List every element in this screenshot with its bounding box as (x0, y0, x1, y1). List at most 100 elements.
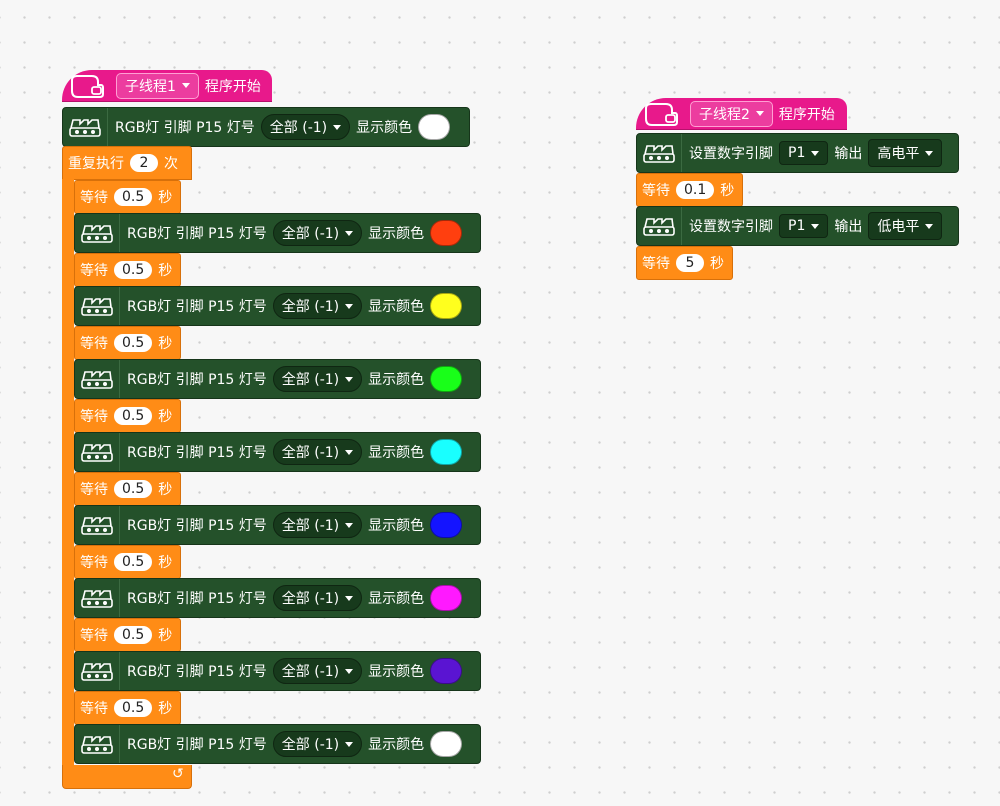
board-icon (81, 225, 113, 243)
pin-dropdown[interactable]: P1 (779, 214, 829, 238)
lamp-dropdown[interactable]: 全部 (-1) (272, 585, 363, 611)
lamp-value: 全部 (-1) (269, 120, 328, 136)
wait-seconds-input[interactable]: 0.5 (114, 626, 153, 644)
repeat-unit: 次 (164, 156, 178, 172)
repeat-count-input[interactable]: 2 (130, 154, 158, 172)
digital-pin-label: 设置数字引脚 (689, 146, 773, 162)
wait-label: 等待 (80, 336, 108, 352)
wait-seconds-input[interactable]: 0.5 (114, 553, 153, 571)
color-swatch[interactable] (430, 293, 463, 319)
wait-label: 等待 (80, 263, 108, 279)
pin-dropdown[interactable]: P1 (779, 141, 829, 165)
lamp-value: 全部 (-1) (281, 445, 340, 461)
board-icon (81, 517, 113, 535)
rgb-block[interactable]: RGB灯 引脚 P15 灯号全部 (-1)显示颜色 (74, 213, 481, 253)
thread2-hat-block[interactable]: 子线程2 程序开始 (636, 98, 847, 130)
lamp-dropdown[interactable]: 全部 (-1) (272, 366, 363, 392)
wait-block[interactable]: 等待 0.5 秒 (74, 253, 181, 287)
wait-unit: 秒 (158, 482, 173, 498)
wait-unit: 秒 (158, 409, 173, 425)
wait-seconds-input[interactable]: 0.5 (114, 188, 153, 206)
wait-unit: 秒 (158, 263, 173, 279)
rgb-label: RGB灯 引脚 P15 灯号 (127, 737, 267, 753)
rgb-block[interactable]: RGB灯 引脚 P15 灯号全部 (-1)显示颜色 (74, 724, 481, 764)
wait-block[interactable]: 等待 0.5 秒 (74, 545, 181, 579)
thread1-hat-block[interactable]: 子线程1 程序开始 (62, 70, 272, 102)
rgb-label: RGB灯 引脚 P15 灯号 (127, 591, 267, 607)
chevron-down-icon (755, 111, 764, 116)
board-icon-cell (75, 652, 120, 690)
wait-label: 等待 (80, 190, 108, 206)
rgb-block-first[interactable]: RGB灯 引脚 P15 灯号 全部 (-1) 显示颜色 (62, 107, 470, 147)
color-swatch[interactable] (430, 220, 463, 246)
color-swatch[interactable] (418, 114, 451, 140)
wait-label: 等待 (642, 183, 670, 199)
lamp-value: 全部 (-1) (281, 518, 340, 534)
rgb-block[interactable]: RGB灯 引脚 P15 灯号全部 (-1)显示颜色 (74, 286, 481, 326)
wait-seconds-input[interactable]: 0.5 (114, 699, 153, 717)
color-swatch[interactable] (430, 658, 463, 684)
wait-seconds-input[interactable]: 0.5 (114, 407, 153, 425)
thread2-dropdown[interactable]: 子线程2 (690, 100, 773, 127)
color-swatch[interactable] (430, 585, 463, 611)
color-swatch[interactable] (430, 512, 463, 538)
wait-seconds-input[interactable]: 0.5 (114, 334, 153, 352)
board-icon-cell (75, 506, 120, 544)
level-value: 高电平 (877, 146, 920, 162)
lamp-dropdown[interactable]: 全部 (-1) (272, 293, 363, 319)
thread2-label: 子线程2 (699, 106, 750, 123)
rgb-block[interactable]: RGB灯 引脚 P15 灯号全部 (-1)显示颜色 (74, 578, 481, 618)
lamp-dropdown[interactable]: 全部 (-1) (272, 731, 363, 757)
show-color-label: 显示颜色 (368, 372, 425, 388)
thread1-dropdown[interactable]: 子线程1 (116, 72, 199, 99)
level-dropdown[interactable]: 低电平 (868, 212, 943, 240)
board-icon-cell (75, 287, 120, 325)
board-icon-cell (75, 725, 120, 763)
lamp-dropdown[interactable]: 全部 (-1) (272, 220, 363, 246)
repeat-label: 重复执行 (68, 156, 124, 172)
color-swatch[interactable] (430, 366, 463, 392)
rgb-label: RGB灯 引脚 P15 灯号 (115, 120, 255, 136)
wait-unit: 秒 (158, 628, 173, 644)
lamp-value: 全部 (-1) (281, 591, 340, 607)
chevron-down-icon (345, 668, 354, 674)
wait-seconds-input[interactable]: 0.5 (114, 480, 153, 498)
color-swatch[interactable] (430, 439, 463, 465)
lamp-dropdown[interactable]: 全部 (-1) (272, 512, 363, 538)
board-icon-cell (637, 207, 682, 245)
wait-seconds-input[interactable]: 0.5 (114, 261, 153, 279)
lamp-dropdown[interactable]: 全部 (-1) (272, 658, 363, 684)
wait-unit: 秒 (158, 555, 173, 571)
repeat-block[interactable]: 重复执行 2 次 (62, 146, 192, 180)
wait-seconds-input[interactable]: 5 (676, 254, 704, 272)
rgb-label: RGB灯 引脚 P15 灯号 (127, 226, 267, 242)
wait-label: 等待 (80, 555, 108, 571)
color-swatch[interactable] (430, 731, 463, 757)
lamp-dropdown[interactable]: 全部 (-1) (260, 114, 351, 140)
board-icon-cell (75, 360, 120, 398)
rgb-block[interactable]: RGB灯 引脚 P15 灯号全部 (-1)显示颜色 (74, 505, 481, 545)
rgb-block[interactable]: RGB灯 引脚 P15 灯号全部 (-1)显示颜色 (74, 432, 481, 472)
rgb-block[interactable]: RGB灯 引脚 P15 灯号全部 (-1)显示颜色 (74, 651, 481, 691)
controller-icon (71, 75, 104, 98)
wait-block[interactable]: 等待 0.5 秒 (74, 180, 181, 214)
thread1-start-label: 程序开始 (204, 78, 261, 95)
level-dropdown[interactable]: 高电平 (868, 139, 943, 167)
lamp-dropdown[interactable]: 全部 (-1) (272, 439, 363, 465)
wait-unit: 秒 (158, 190, 173, 206)
thread2-start-label: 程序开始 (778, 106, 835, 123)
rgb-block[interactable]: RGB灯 引脚 P15 灯号全部 (-1)显示颜色 (74, 359, 481, 399)
wait-seconds-input[interactable]: 0.1 (676, 181, 715, 199)
rgb-label: RGB灯 引脚 P15 灯号 (127, 664, 267, 680)
controller-icon (645, 103, 678, 126)
show-color-label: 显示颜色 (356, 120, 413, 136)
